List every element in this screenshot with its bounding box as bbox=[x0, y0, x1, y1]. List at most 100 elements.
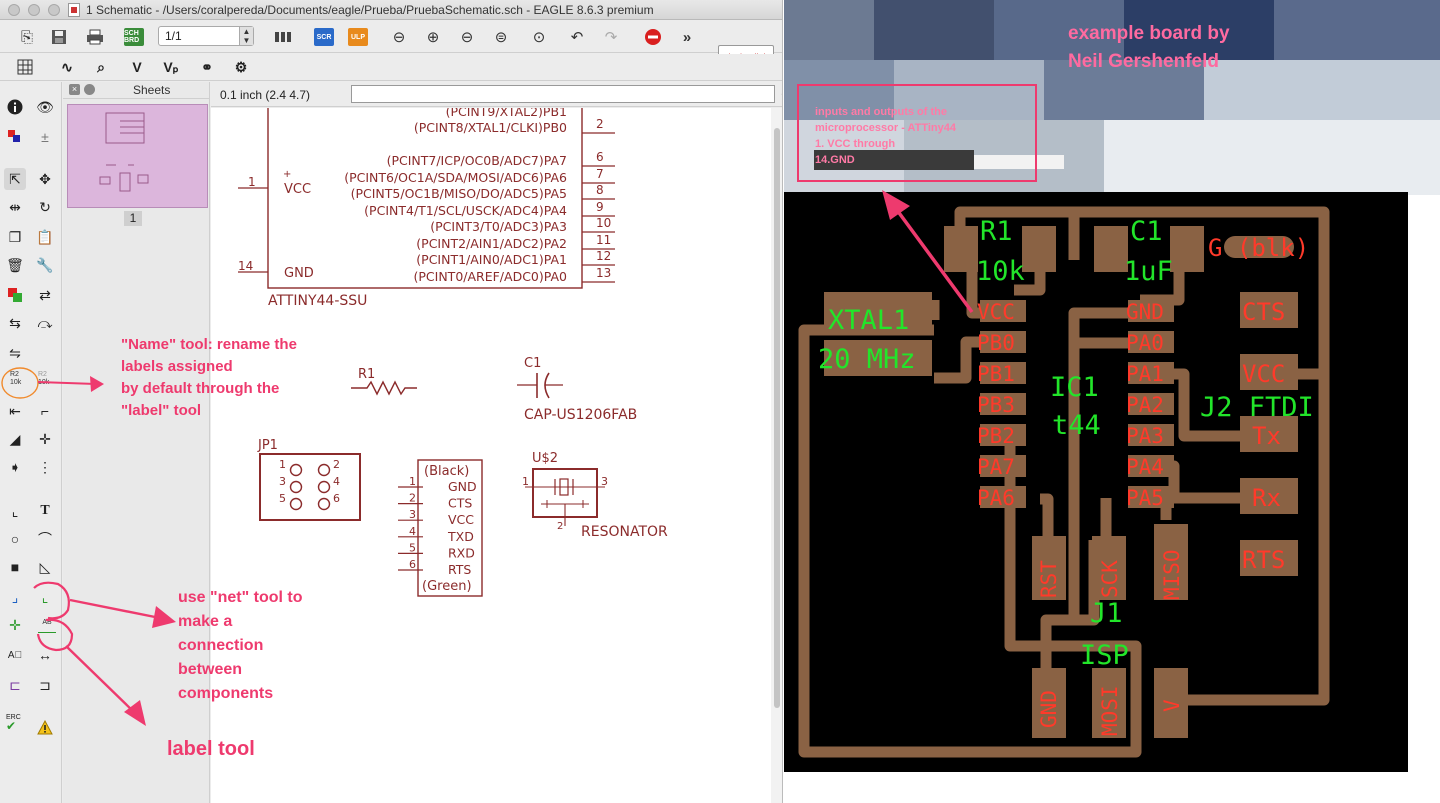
stop-icon[interactable] bbox=[642, 26, 664, 48]
title-bar: 1 Schematic - /Users/coralpereda/Documen… bbox=[0, 0, 782, 20]
optimize-icon[interactable]: ✛ bbox=[39, 430, 51, 447]
value-icon[interactable]: V bbox=[132, 59, 142, 75]
bus-icon[interactable]: ⌟ bbox=[11, 588, 19, 605]
more-tools-icon[interactable]: » bbox=[682, 28, 692, 46]
pcb-right-pin-label: PA2 bbox=[1126, 393, 1164, 417]
rotate-icon[interactable]: ↻ bbox=[39, 198, 51, 215]
copy-icon[interactable]: ❐ bbox=[8, 228, 22, 245]
slice-icon[interactable]: ➧ bbox=[9, 458, 21, 475]
settings-gear-icon[interactable]: ⚙ bbox=[234, 58, 248, 75]
gate-swap-icon[interactable]: ⇆ bbox=[9, 314, 21, 331]
scr-label: SCR bbox=[316, 33, 332, 41]
zoom-out-icon[interactable]: ⊖ bbox=[460, 29, 474, 46]
invoke-icon[interactable]: ⇋ bbox=[9, 344, 21, 361]
info-icon[interactable] bbox=[4, 96, 26, 118]
pinswap-frame-icon[interactable]: ⊐ bbox=[39, 676, 51, 693]
photo-title: example board by Neil Gershenfeld bbox=[1068, 20, 1230, 76]
mark-icon[interactable]: ± bbox=[41, 129, 49, 145]
script-button[interactable]: SCR bbox=[314, 28, 334, 46]
r1-symbol[interactable] bbox=[351, 380, 417, 396]
sheet-selector[interactable]: 1/1 bbox=[158, 26, 254, 46]
delete-icon[interactable]: 🗑 bbox=[6, 256, 24, 273]
r1-name: R1 bbox=[358, 367, 375, 382]
layers-icon[interactable] bbox=[4, 126, 26, 148]
ulp-label: ULP bbox=[351, 33, 365, 41]
zoom-fit-icon[interactable]: ⊖ bbox=[392, 29, 406, 46]
arc-icon[interactable]: ⌒ bbox=[38, 531, 52, 547]
minimize-window-button[interactable] bbox=[28, 4, 40, 16]
close-panel-icon[interactable]: × bbox=[69, 84, 80, 95]
grid-icon[interactable] bbox=[14, 56, 36, 78]
drc-icon[interactable] bbox=[272, 26, 294, 48]
zoom-select-icon[interactable]: ⊙ bbox=[532, 29, 546, 46]
replace-icon[interactable]: ⇄ bbox=[39, 286, 51, 303]
vertical-scrollbar[interactable] bbox=[771, 108, 782, 803]
wrench-icon[interactable]: 🔧 bbox=[36, 256, 54, 273]
u2-value: RESONATOR bbox=[581, 524, 668, 540]
attribute-value-icon[interactable]: Vₚ bbox=[163, 58, 179, 75]
schematic-drawing: + (PCINT9/XTAL2)PB1(PCINT8/XTAL1/CLKI)PB… bbox=[238, 108, 668, 597]
save-icon[interactable] bbox=[48, 26, 70, 48]
pin-swap-icon[interactable]: ⤼ bbox=[37, 314, 53, 331]
erc-button[interactable]: ERC ✔ bbox=[6, 714, 28, 736]
sheet-number[interactable]: 1 bbox=[124, 211, 142, 226]
ic-pin-number: 6 bbox=[596, 150, 604, 164]
label-tool[interactable]: AB bbox=[38, 619, 56, 633]
net-tool-icon[interactable]: ⌞ bbox=[41, 588, 49, 605]
name-tool-r: R2 bbox=[10, 371, 19, 378]
zoom-window-button[interactable] bbox=[48, 4, 60, 16]
rectangle-icon[interactable]: ■ bbox=[10, 559, 20, 575]
ic-pin-label: (PCINT5/OC1B/MISO/DO/ADC5)PA5 bbox=[351, 186, 567, 201]
zoom-redraw-icon[interactable]: ⊜ bbox=[494, 29, 508, 46]
command-dropdown-icon[interactable]: ⌄ bbox=[780, 88, 782, 99]
label-v: V bbox=[1160, 699, 1184, 712]
open-icon[interactable]: ⎘ bbox=[20, 28, 33, 46]
ftdi-body[interactable] bbox=[417, 459, 483, 597]
schematic-canvas[interactable]: + (PCINT9/XTAL2)PB1(PCINT8/XTAL1/CLKI)PB… bbox=[211, 108, 771, 803]
circle-icon[interactable]: ○ bbox=[10, 531, 20, 547]
signal-icon[interactable]: ∿ bbox=[61, 58, 73, 75]
zoom-in-icon[interactable]: ⊕ bbox=[426, 29, 440, 46]
ftdi-pin-label: RXD bbox=[448, 545, 475, 560]
link-icon[interactable]: ⚭ bbox=[201, 58, 213, 75]
eye-icon[interactable]: 👁 bbox=[36, 98, 54, 115]
float-panel-icon[interactable] bbox=[84, 84, 95, 95]
smash-icon[interactable]: ⇤ bbox=[9, 402, 21, 419]
value-tool[interactable]: R2 10k bbox=[34, 369, 58, 391]
jp1-pin-6: 6 bbox=[333, 492, 340, 505]
print-icon[interactable] bbox=[84, 26, 106, 48]
junction-icon[interactable]: ✛ bbox=[9, 616, 21, 633]
frame-icon[interactable]: ⊏ bbox=[9, 676, 21, 693]
name-tool[interactable]: R2 10k bbox=[4, 369, 28, 391]
sheet-selector-stepper[interactable]: ▲▼ bbox=[239, 27, 253, 45]
command-input[interactable]: ⌄ bbox=[351, 85, 782, 103]
jp1-body[interactable] bbox=[259, 453, 361, 521]
wire-icon[interactable]: ⌞ bbox=[11, 502, 19, 519]
close-window-button[interactable] bbox=[8, 4, 20, 16]
add-part-icon[interactable] bbox=[4, 284, 26, 306]
ic-name: ATTINY44-SSU bbox=[268, 293, 367, 309]
scrollbar-thumb[interactable] bbox=[774, 128, 780, 708]
ic-body[interactable] bbox=[267, 108, 583, 289]
polygon-icon[interactable]: ◺ bbox=[39, 558, 51, 575]
miter-icon[interactable]: ⌐ bbox=[40, 403, 50, 419]
attribute-icon[interactable]: A⃞ bbox=[7, 649, 23, 661]
show-icon[interactable]: ⌕ bbox=[97, 58, 105, 75]
split-icon[interactable]: ◢ bbox=[9, 430, 21, 447]
mirror-icon[interactable]: ⇹ bbox=[9, 198, 21, 215]
pcb-pin-labels: G (blk) CTS VCC Tx Rx RTS VCCPB0PB1PB3PB… bbox=[977, 234, 1309, 736]
ulp-button[interactable]: ULP bbox=[348, 28, 368, 46]
undo-icon[interactable]: ↶ bbox=[570, 29, 584, 46]
dimension-icon[interactable]: ↔ bbox=[38, 647, 52, 663]
select-pointer-icon[interactable]: ⇱ bbox=[4, 168, 26, 190]
redo-icon[interactable]: ↷ bbox=[604, 29, 618, 46]
paste-icon[interactable]: 📋 bbox=[36, 228, 54, 245]
sch-brd-switch-button[interactable]: SCH BRD bbox=[124, 28, 144, 46]
align-icon[interactable]: ⋮ bbox=[38, 458, 52, 475]
warning-icon[interactable] bbox=[34, 716, 56, 738]
sheet-thumbnail[interactable] bbox=[67, 104, 208, 208]
text-icon[interactable]: T bbox=[40, 503, 50, 518]
move-icon[interactable]: ✥ bbox=[39, 170, 51, 187]
